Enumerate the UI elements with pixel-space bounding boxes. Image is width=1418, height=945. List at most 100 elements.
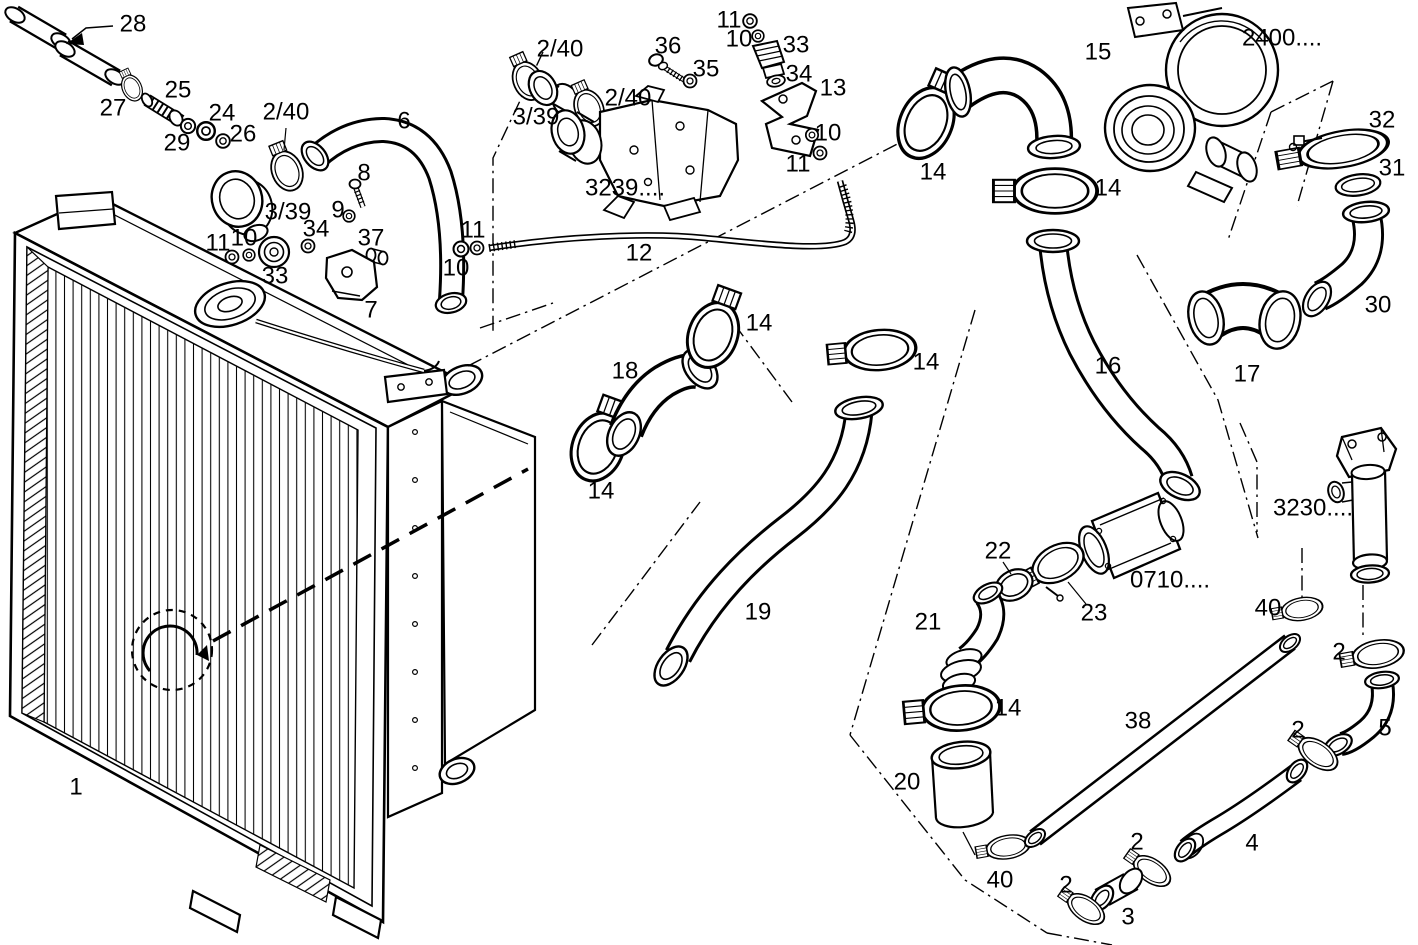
radiator-neck [243, 223, 269, 243]
callout: 12 [626, 240, 653, 267]
fitting-bracket-group [742, 13, 828, 161]
elbow-30 [1301, 200, 1391, 318]
turbo-outlet-group [1274, 123, 1391, 318]
fitting-25 [140, 92, 185, 127]
leader-23 [1067, 581, 1087, 605]
fitting-33 [751, 39, 786, 80]
washer-10 [751, 29, 765, 43]
callout: 17 [1234, 361, 1261, 388]
callout: 5 [1378, 715, 1391, 742]
callout: 14 [995, 695, 1022, 722]
callout: 14 [920, 159, 947, 186]
washer-34 [766, 74, 786, 88]
arrowhead-28 [66, 33, 84, 45]
bolt-36 [648, 53, 686, 83]
ring-31 [1334, 173, 1382, 197]
callout: 3/39 [265, 199, 312, 226]
callout: 2/40 [537, 36, 584, 63]
callout: 9 [331, 197, 344, 224]
ring-26 [215, 133, 231, 149]
callout: 7 [364, 297, 377, 324]
callout: 13 [820, 75, 847, 102]
callout: 23 [1081, 600, 1108, 627]
elbow-21 [940, 581, 1006, 694]
callout: 2400.... [1242, 25, 1322, 52]
callout: 3230.... [1273, 495, 1353, 522]
detail-arrowhead [197, 645, 209, 661]
callout: 34 [786, 61, 813, 88]
pipe-16 [1025, 228, 1201, 502]
inlet-hose-group [210, 116, 468, 315]
callout: 29 [164, 130, 191, 157]
clamp-14 [824, 325, 920, 377]
grommet-33 [257, 235, 291, 269]
callout: 6 [397, 108, 410, 135]
callout: 2/40 [605, 85, 652, 112]
hose-18 [605, 348, 719, 457]
leader-22 [1002, 561, 1012, 575]
device-0710 [1077, 491, 1185, 580]
pipe-4 [1173, 758, 1309, 863]
callout: 10 [815, 120, 842, 147]
elbow-17 [1187, 282, 1302, 350]
leader-2-40 [283, 127, 287, 151]
callout: 31 [1379, 155, 1406, 182]
callout: 25 [165, 77, 192, 104]
hose-18-group [560, 279, 755, 491]
callout: 19 [745, 599, 772, 626]
callout: 36 [655, 33, 682, 60]
radiator-bottom-outlet [438, 756, 476, 786]
callout: 10 [443, 255, 470, 282]
callout: 37 [358, 225, 385, 252]
callout: 11 [206, 230, 231, 257]
callout: 34 [303, 216, 330, 243]
callout: 27 [100, 95, 127, 122]
callout: 2 [1332, 639, 1345, 666]
callout: 30 [1365, 292, 1392, 319]
callout: 32 [1369, 107, 1396, 134]
throttle-group [900, 491, 1185, 866]
callout: 14 [1095, 175, 1122, 202]
bracket-7 [324, 248, 379, 302]
sleeve-20 [930, 740, 995, 829]
callout: 4 [1245, 830, 1258, 857]
clamp-2 [1337, 634, 1408, 676]
callout: 14 [913, 349, 940, 376]
hose-19 [653, 395, 884, 687]
callout: 33 [783, 32, 810, 59]
elbow-15-group [885, 56, 1201, 502]
bolt-8 [348, 178, 366, 208]
callout: 38 [1125, 708, 1152, 735]
callout: 3239.... [585, 175, 665, 202]
elbow-15 [943, 56, 1082, 160]
callout: 40 [987, 867, 1014, 894]
sleeve-3-39-left [210, 170, 264, 228]
callout: 8 [357, 160, 370, 187]
leader-28 [71, 25, 114, 40]
hose-19-group [653, 325, 920, 687]
callout: 10 [231, 225, 258, 252]
callout: 40 [1255, 595, 1282, 622]
leader-20 [962, 831, 976, 856]
callout: 3 [1121, 904, 1134, 931]
callout: 35 [693, 56, 720, 83]
sleeve-3-39 [527, 69, 582, 120]
callout: 22 [985, 538, 1012, 565]
callouts-layer: 28 27 25 29 24 26 2/40 3/39 6 8 9 34 37 … [69, 7, 1405, 931]
detail-circle [130, 608, 214, 692]
callout: 15 [1085, 39, 1112, 66]
clamp-14 [900, 680, 1004, 738]
mid-sleeve-group [502, 47, 698, 132]
callout: 11 [786, 151, 811, 178]
callout: 24 [209, 100, 236, 127]
right-lower-chain [1053, 593, 1408, 932]
callout: 2 [1130, 829, 1143, 856]
device-3239 [550, 85, 740, 222]
callout: 28 [120, 11, 147, 38]
radiator [8, 190, 537, 940]
clamp-40 [973, 830, 1033, 866]
detail-arrow [141, 624, 199, 673]
callout: 20 [894, 769, 921, 796]
washer-11 [812, 145, 828, 161]
